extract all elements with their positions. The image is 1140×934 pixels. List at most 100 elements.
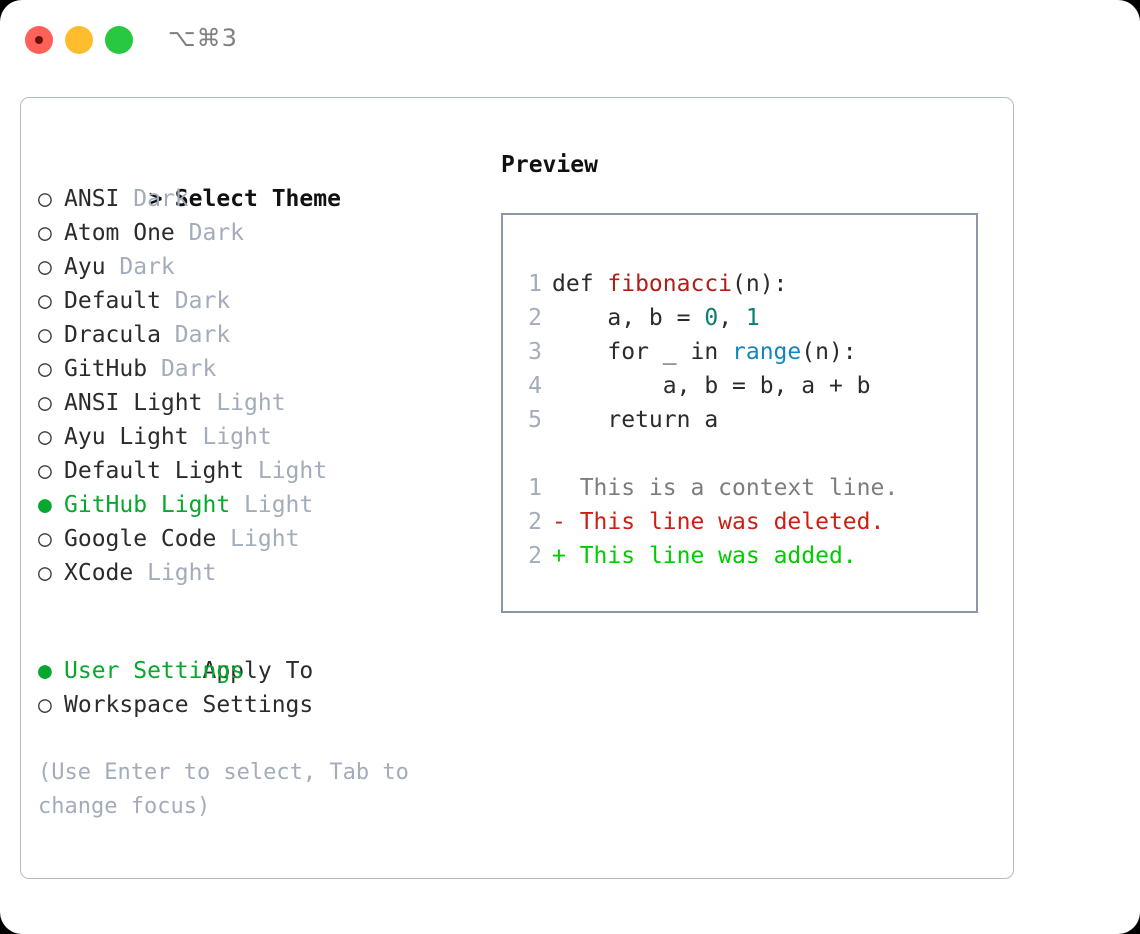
code-spacer	[520, 437, 898, 471]
theme-name-label: Default	[64, 288, 161, 314]
code-line: 5 return a	[520, 403, 898, 437]
theme-list-item[interactable]: ○ Default Dark	[38, 284, 478, 318]
theme-selection-column: >Select Theme ○ANSI Dark○Atom One Dark○A…	[38, 148, 478, 824]
preview-title: Preview	[501, 152, 598, 178]
radio-unselected-icon: ○	[38, 186, 52, 212]
radio-unselected-icon: ○	[38, 526, 52, 552]
theme-list-item[interactable]: ○ Ayu Light Light	[38, 420, 478, 454]
chevron-right-icon: >	[148, 186, 163, 212]
code-line: 2 a, b = 0, 1	[520, 301, 898, 335]
keyboard-shortcut-label: ⌥⌘3	[168, 24, 238, 52]
code-token: a, b =	[552, 305, 705, 331]
apply-to-list[interactable]: ● User Settings ○ Workspace Settings	[38, 654, 478, 722]
radio-unselected-icon: ○	[38, 220, 52, 246]
theme-variant-tag: Dark	[160, 288, 231, 314]
diff-line: 2- This line was deleted.	[520, 505, 898, 539]
theme-list-item[interactable]: ○ GitHub Dark	[38, 352, 478, 386]
theme-name-label: ANSI	[64, 186, 120, 212]
minimize-button[interactable]	[65, 26, 93, 54]
theme-variant-tag: Light	[216, 526, 300, 552]
code-line: 3 for _ in range(n):	[520, 335, 898, 369]
radio-selected-icon: ●	[38, 658, 52, 684]
diff-marker	[552, 475, 566, 501]
maximize-button[interactable]	[105, 26, 133, 54]
theme-variant-tag: Dark	[174, 220, 245, 246]
code-token: def	[552, 271, 608, 297]
code-token: (n):	[801, 339, 857, 365]
code-token: for _ in	[552, 339, 733, 365]
theme-list-item[interactable]: ○Dracula Dark	[38, 318, 478, 352]
theme-name-label: GitHub	[64, 356, 148, 382]
apply-to-header: ○Apply To	[38, 620, 478, 684]
title-bar: ⌥⌘3	[0, 0, 1140, 76]
theme-list[interactable]: ○ANSI Dark○Atom One Dark○Ayu Dark○Defaul…	[38, 182, 478, 590]
theme-name-label: Atom One	[64, 220, 175, 246]
line-number: 2	[528, 543, 542, 569]
apply-to-header-label: Apply To	[202, 658, 314, 684]
theme-list-item[interactable]: ○ Atom One Dark	[38, 216, 478, 250]
theme-name-label: ANSI Light	[64, 390, 203, 416]
diff-text: This is a context line.	[565, 475, 899, 501]
theme-list-header-label: Select Theme	[174, 186, 341, 212]
theme-list-header: > Select Theme	[38, 148, 478, 212]
theme-variant-tag: Light	[133, 560, 217, 586]
code-line: 1 def fibonacci(n):	[520, 267, 898, 301]
theme-list-item[interactable]: ● GitHub Light Light	[38, 488, 478, 522]
theme-list-item[interactable]: ○ ANSI Light Light	[38, 386, 478, 420]
code-token: (n):	[732, 271, 788, 297]
theme-name-label: XCode	[64, 560, 134, 586]
apply-to-label: Workspace Settings	[64, 692, 314, 718]
code-token: a, b = b, a + b	[552, 373, 871, 399]
theme-variant-tag: Light	[230, 492, 314, 518]
diff-marker: +	[552, 543, 566, 569]
diff-text: This line was deleted.	[565, 509, 885, 535]
theme-variant-tag: Dark	[147, 356, 217, 382]
code-token: return a	[552, 407, 719, 433]
radio-unselected-icon: ○	[38, 288, 52, 314]
theme-variant-tag: Light	[244, 458, 328, 484]
theme-variant-tag: Light	[188, 424, 272, 450]
theme-name-label: GitHub Light	[64, 492, 231, 518]
theme-list-item[interactable]: ○ANSI Dark	[38, 182, 478, 216]
radio-unselected-icon: ○	[38, 322, 52, 348]
apply-to-section: ○Apply To ● User Settings ○ Workspace Setti…	[38, 620, 478, 722]
theme-name-label: Ayu Light	[64, 424, 189, 450]
apply-to-label: User Settings	[64, 658, 245, 684]
apply-to-item[interactable]: ○ Workspace Settings	[38, 688, 478, 722]
line-number: 3	[528, 339, 542, 365]
code-token: 1	[745, 305, 760, 331]
code-token: 0	[704, 305, 719, 331]
theme-name-label: Default Light	[64, 458, 245, 484]
code-token: ,	[718, 305, 746, 331]
theme-variant-tag: Light	[202, 390, 286, 416]
diff-line: 2 + This line was added.	[520, 539, 898, 573]
code-token: range	[732, 339, 802, 365]
theme-name-label: Ayu	[64, 254, 106, 280]
radio-unselected-icon: ○	[38, 390, 52, 416]
keyboard-hint-text: (Use Enter to select, Tab to change focu…	[38, 760, 409, 819]
radio-selected-icon: ●	[38, 492, 52, 518]
theme-list-item[interactable]: ○ XCode Light	[38, 556, 478, 590]
apply-to-item[interactable]: ● User Settings	[38, 654, 478, 688]
diff-line: 1 This is a context line.	[520, 471, 898, 505]
radio-unselected-icon: ○	[38, 458, 52, 484]
diff-marker: -	[552, 509, 566, 535]
theme-name-label: Google Code	[64, 526, 217, 552]
code-token: fibonacci	[607, 271, 733, 297]
line-number: 4	[528, 373, 542, 399]
radio-unselected-icon: ○	[38, 560, 52, 586]
radio-unselected-icon: ○	[38, 424, 52, 450]
theme-list-item[interactable]: ○Ayu Dark	[38, 250, 478, 284]
theme-list-item[interactable]: ○ Google Code Light	[38, 522, 478, 556]
radio-unselected-icon: ○	[38, 356, 52, 382]
theme-list-item[interactable]: ○ Default Light Light	[38, 454, 478, 488]
line-number: 1	[528, 475, 542, 501]
line-number: 1	[528, 271, 542, 297]
diff-text: This line was added.	[565, 543, 857, 569]
theme-name-label: Dracula	[64, 322, 161, 348]
radio-unselected-icon: ○	[38, 692, 52, 718]
